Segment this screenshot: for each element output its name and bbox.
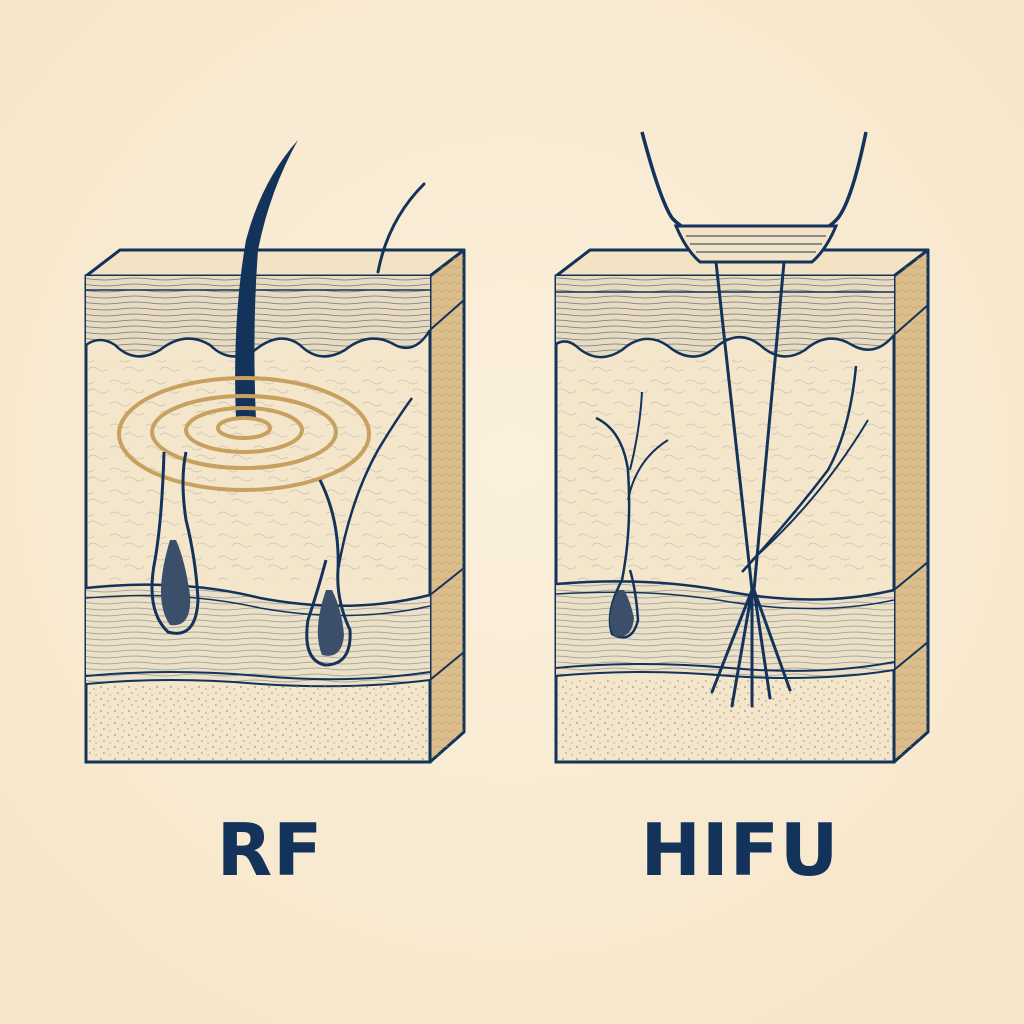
rf-fat-layer: [88, 686, 428, 760]
rf-hair-tip: [376, 182, 426, 274]
rf-skin-block: [84, 140, 466, 764]
hifu-hair-strand: [741, 365, 858, 573]
hifu-focused-beams: [710, 260, 792, 708]
rf-follicle-right: [305, 397, 414, 667]
rf-block-top: [84, 248, 466, 278]
hifu-transducer: [640, 131, 868, 264]
rf-energy-rings: [117, 376, 371, 492]
rf-follicle-left: [150, 451, 200, 635]
hifu-follicle: [595, 391, 669, 639]
rf-label: RF: [216, 808, 324, 892]
hifu-label: HIFU: [640, 808, 840, 892]
hifu-fat-layer: [558, 678, 892, 760]
rf-hair-shaft: [235, 140, 298, 420]
hifu-skin-block: [554, 131, 930, 764]
